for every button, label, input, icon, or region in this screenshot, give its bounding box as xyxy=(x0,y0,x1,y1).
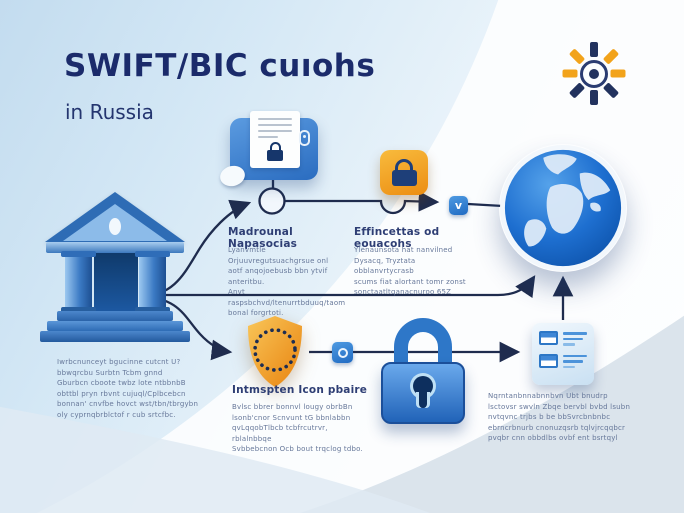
checkmark-badge: v xyxy=(449,196,468,215)
checkmark-glyph: v xyxy=(454,199,463,212)
registry-card-icon xyxy=(532,323,594,385)
connector-circle-to-check xyxy=(285,191,440,215)
circle-glyph xyxy=(337,347,348,358)
sun-gear-logo-icon xyxy=(562,42,626,106)
registry-row-icon xyxy=(539,353,558,368)
bank-column xyxy=(135,251,170,313)
globe-icon xyxy=(499,144,627,272)
logo-ray xyxy=(590,42,598,57)
bank-doorway xyxy=(94,253,138,311)
padlock-icon xyxy=(378,318,468,424)
registry-row xyxy=(539,353,587,368)
bank-pediment-oval xyxy=(109,218,121,235)
document-paper xyxy=(250,111,300,168)
keyhole xyxy=(413,376,433,396)
document-lock-icon xyxy=(267,142,283,161)
logo-ray xyxy=(590,90,598,105)
connector-check-to-globe xyxy=(467,202,504,208)
circle-badge xyxy=(332,342,353,363)
logo-ray xyxy=(568,82,586,99)
registry-row-icon xyxy=(539,331,558,345)
inspection-heading: Intmspten Icon pbaire xyxy=(232,384,368,396)
logo-ray xyxy=(568,48,586,65)
efficiency-heading: Effincettas od eouacohs xyxy=(354,226,440,250)
shield-icon xyxy=(240,313,310,391)
registry-row xyxy=(539,331,587,346)
bank-icon xyxy=(40,192,190,344)
logo-ray xyxy=(610,69,626,78)
registry-note-body: Nqrntanbnnabnnbvn Ubt bnudrp lsctovsr sw… xyxy=(488,392,631,442)
logo-ray xyxy=(602,82,620,99)
logo-ray xyxy=(602,48,620,65)
connector-bank-to-globe xyxy=(141,275,536,299)
inspection-body: Bvlsc bbrer bonnvl lougy obrbBn lsonb'cn… xyxy=(232,403,363,453)
secure-document-icon xyxy=(217,111,318,189)
bank-step xyxy=(47,321,183,331)
national-heading: Madrounal Napasocias xyxy=(228,226,298,250)
page-subtitle: in Russia xyxy=(65,100,154,124)
bank-column xyxy=(61,251,96,313)
bank-note-body: Iwrbcnunceyt bgucinne cutcnt U? bbwqrcbu… xyxy=(57,358,199,419)
bank-step xyxy=(40,331,190,342)
bank-step xyxy=(57,311,173,321)
efficiency-body: Ylenaunsota hat nanvilned Dysacq, Tryzta… xyxy=(354,246,466,296)
logo-hub xyxy=(580,60,608,88)
bank-architrave xyxy=(46,242,184,253)
logo-ray xyxy=(562,69,578,78)
seal-glyph-icon xyxy=(299,130,310,146)
logo-center-dot xyxy=(589,69,599,79)
flow-circle-node xyxy=(258,187,286,215)
orange-lock-icon xyxy=(380,150,428,195)
national-body: Lyanvmtle Orjuuvregutsuachgrsue onl aotf… xyxy=(228,246,346,317)
page-title: SWIFT/BIC cuıohs xyxy=(64,48,376,84)
